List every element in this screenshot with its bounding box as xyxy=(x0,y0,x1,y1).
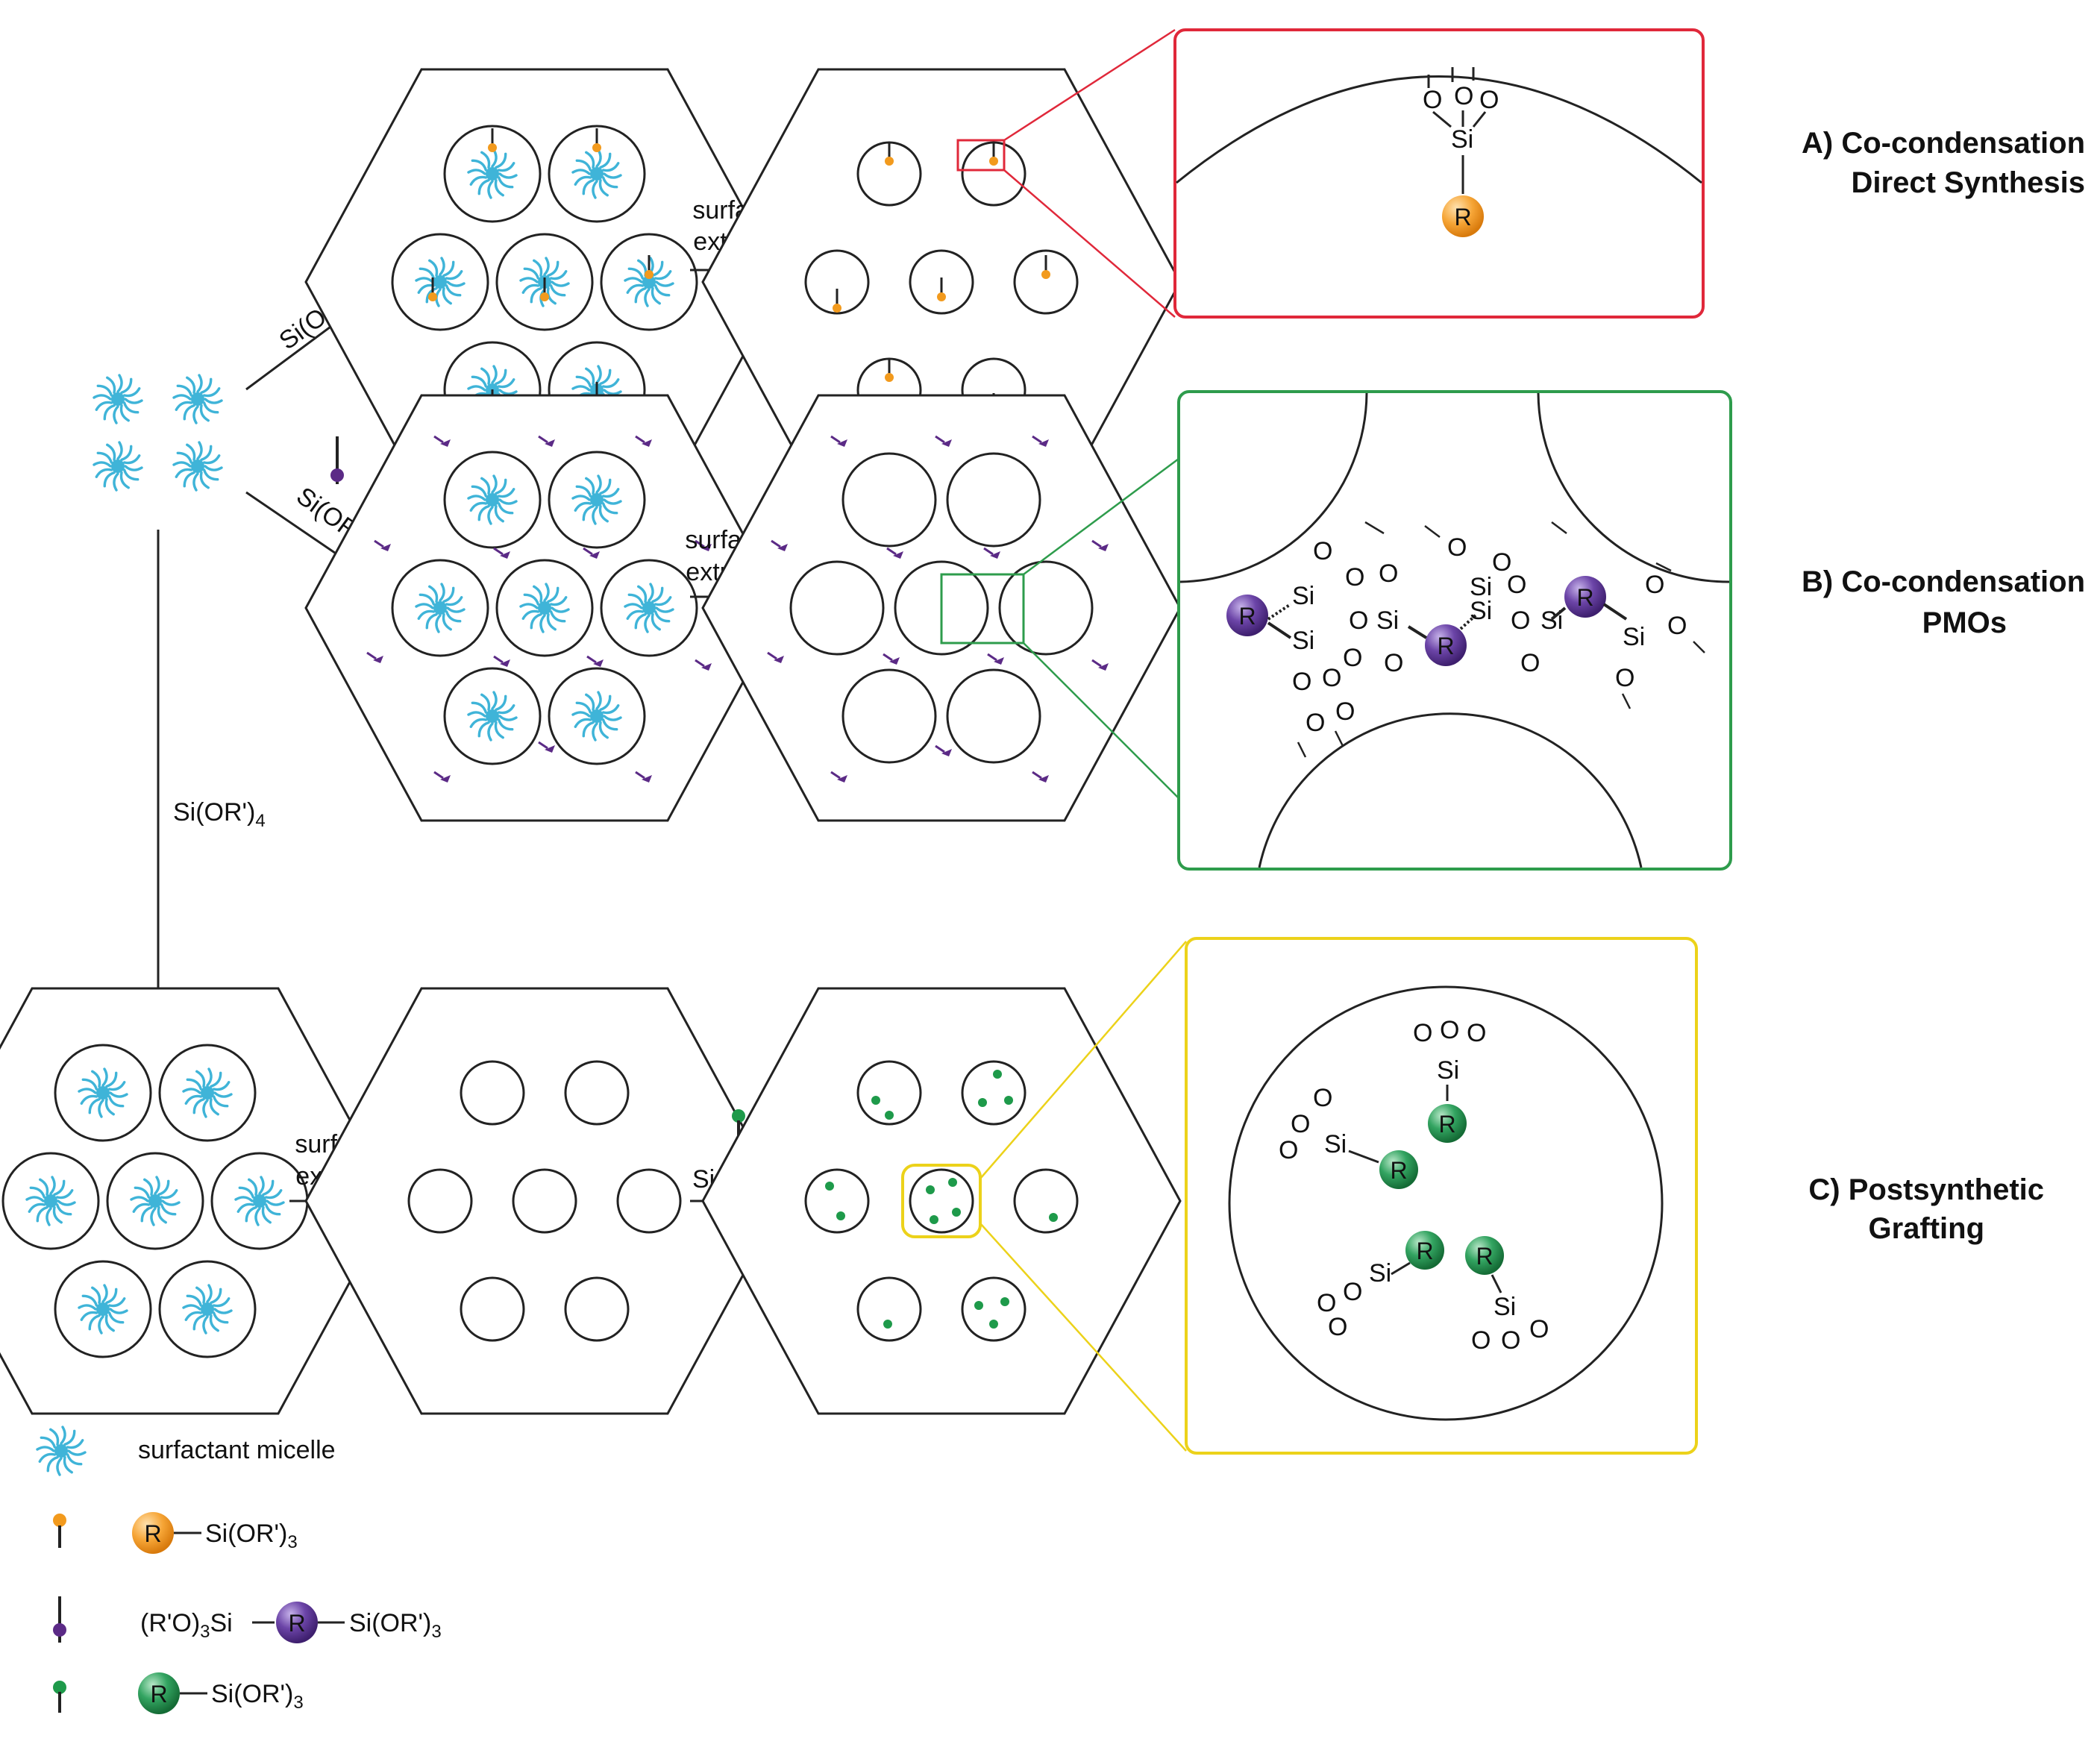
svg-text:Si: Si xyxy=(1437,1056,1459,1085)
heading-c-line1: C) Postsynthetic xyxy=(1808,1173,2044,1206)
hexagon-a2-functionalized xyxy=(701,68,1182,496)
route-a: Si(OR')4 surfactant extraction xyxy=(245,28,1705,496)
legend-row-a: R Si(OR')3 xyxy=(53,1512,298,1554)
svg-text:O: O xyxy=(1291,1110,1310,1138)
hexagon-c3-grafted xyxy=(701,987,1182,1415)
heading-a-line1: A) Co-condensation xyxy=(1802,127,2085,160)
svg-text:O: O xyxy=(1335,697,1355,726)
svg-text:Si: Si xyxy=(1470,597,1492,625)
svg-text:O: O xyxy=(1345,563,1364,592)
zoom-panel-a: O O O Si R xyxy=(1173,28,1705,319)
svg-text:Si: Si xyxy=(1451,125,1473,154)
heading-a-line2: Direct Synthesis xyxy=(1852,166,2085,199)
zoom-source-c xyxy=(901,1164,982,1238)
zoom-panel-b: R Si Si O O O O O O O O Si O O R xyxy=(1177,390,1732,871)
svg-text:R: R xyxy=(1416,1238,1433,1264)
zoom-source-a xyxy=(956,139,1006,172)
svg-text:O: O xyxy=(1492,548,1511,577)
svg-text:O: O xyxy=(1343,1278,1362,1306)
svg-text:O: O xyxy=(1440,1016,1459,1044)
svg-text:O: O xyxy=(1279,1136,1298,1164)
svg-text:R: R xyxy=(1390,1157,1407,1184)
svg-text:O: O xyxy=(1471,1326,1491,1355)
svg-text:R: R xyxy=(1454,204,1471,231)
svg-text:O: O xyxy=(1384,649,1403,677)
starting-surfactant-micelles xyxy=(93,374,223,492)
svg-text:R: R xyxy=(1438,1111,1455,1138)
zoom-panel-c: O O O Si R O O O Si R O O xyxy=(1185,937,1698,1455)
svg-text:O: O xyxy=(1306,709,1325,737)
svg-text:Si: Si xyxy=(1292,627,1314,655)
svg-text:O: O xyxy=(1317,1289,1336,1317)
reagent-label-c-vertical: Si(OR')4 xyxy=(173,798,266,831)
svg-text:O: O xyxy=(1423,86,1442,114)
heading-c-line2: Grafting xyxy=(1868,1212,1984,1245)
heading-b-line2: PMOs xyxy=(1922,606,2007,639)
route-b: Si(OR')4 surfactant extraction xyxy=(245,390,1732,871)
legend-row-b: (R'O)3Si R Si(OR')3 xyxy=(53,1596,442,1643)
svg-text:O: O xyxy=(1328,1313,1347,1341)
legend-row-c: R Si(OR')3 xyxy=(53,1672,304,1714)
svg-text:O: O xyxy=(1667,612,1687,640)
heading-b-line1: B) Co-condensation xyxy=(1802,565,2085,598)
hexagon-c2-empty xyxy=(304,987,785,1415)
svg-text:R: R xyxy=(1238,603,1256,630)
purple-pin-icon xyxy=(53,1623,66,1637)
legend-micelle-row: surfactant micelle xyxy=(36,1426,336,1476)
orange-pin-icon xyxy=(53,1514,66,1527)
svg-text:Si: Si xyxy=(1369,1259,1391,1288)
svg-text:R: R xyxy=(288,1610,305,1637)
route-headings: A) Co-condensation Direct Synthesis B) C… xyxy=(1802,127,2085,1245)
svg-text:O: O xyxy=(1501,1326,1520,1355)
purple-bridged-silane-icon xyxy=(330,436,344,484)
legend-a-formula: Si(OR')3 xyxy=(205,1520,298,1552)
legend-b-tail: Si(OR')3 xyxy=(349,1609,442,1642)
zoom-source-b xyxy=(940,573,1025,645)
svg-text:R: R xyxy=(1437,633,1454,659)
svg-text:O: O xyxy=(1292,668,1311,696)
svg-text:O: O xyxy=(1379,559,1398,588)
svg-text:Si: Si xyxy=(1470,573,1492,601)
svg-text:O: O xyxy=(1313,1084,1332,1112)
svg-text:O: O xyxy=(1349,606,1368,635)
svg-text:O: O xyxy=(1313,537,1332,565)
route-c: Si(OR')4 surfactant extraction Si(OR')4 xyxy=(0,530,1698,1455)
svg-text:O: O xyxy=(1520,649,1540,677)
legend: surfactant micelle R Si(OR')3 (R'O)3Si R… xyxy=(36,1426,442,1714)
svg-text:O: O xyxy=(1343,644,1362,672)
svg-text:Si: Si xyxy=(1623,623,1645,651)
svg-text:Si: Si xyxy=(1324,1130,1347,1158)
svg-text:Si: Si xyxy=(1376,606,1399,635)
svg-text:Si: Si xyxy=(1292,582,1314,610)
svg-text:O: O xyxy=(1454,82,1473,110)
hexagon-b2-pmo xyxy=(701,394,1182,822)
svg-text:O: O xyxy=(1511,606,1530,635)
svg-text:O: O xyxy=(1467,1019,1486,1047)
svg-text:O: O xyxy=(1507,571,1526,599)
legend-micelle-label: surfactant micelle xyxy=(138,1436,336,1464)
svg-text:O: O xyxy=(1645,571,1664,599)
svg-text:O: O xyxy=(1529,1315,1549,1343)
svg-text:O: O xyxy=(1615,664,1634,692)
svg-text:Si: Si xyxy=(1493,1293,1516,1321)
svg-text:O: O xyxy=(1322,664,1341,692)
svg-text:O: O xyxy=(1479,86,1499,114)
green-pin-icon xyxy=(53,1681,66,1694)
svg-text:R: R xyxy=(1476,1243,1493,1270)
svg-text:R: R xyxy=(144,1520,161,1547)
svg-text:O: O xyxy=(1447,533,1467,562)
svg-text:R: R xyxy=(150,1681,167,1707)
legend-c-formula: Si(OR')3 xyxy=(211,1680,304,1713)
svg-text:R: R xyxy=(1576,584,1593,611)
svg-text:O: O xyxy=(1413,1019,1432,1047)
legend-b-head: (R'O)3Si xyxy=(140,1609,233,1642)
